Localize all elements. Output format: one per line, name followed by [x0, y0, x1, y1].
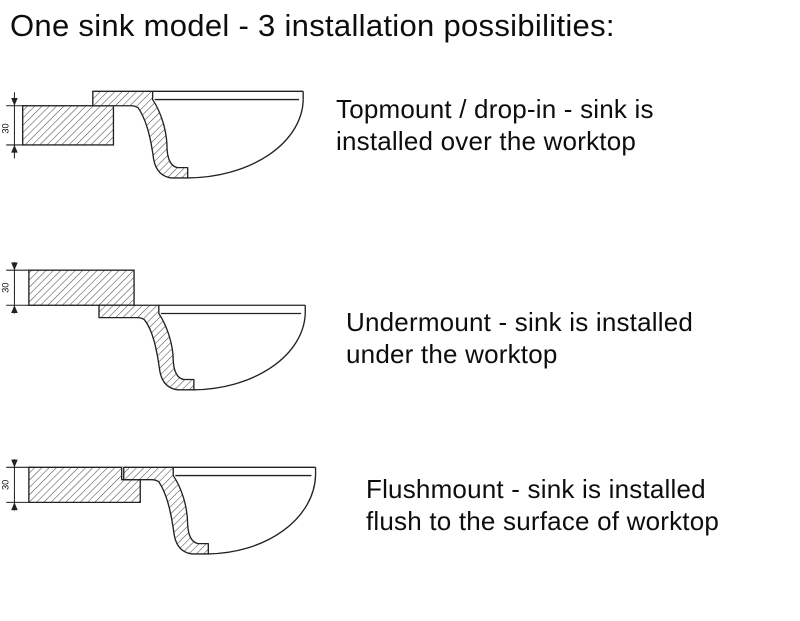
dimension-label: 30 — [0, 480, 10, 490]
worktop-cross-section — [22, 105, 115, 146]
dimension-label: 30 — [0, 283, 10, 293]
page-title: One sink model - 3 installation possibil… — [10, 8, 615, 43]
flushmount-diagram: 30 — [0, 459, 317, 555]
caption-line: under the worktop — [346, 338, 558, 369]
installation-row-undermount: 30 Undermount - sink is installed under … — [0, 255, 800, 425]
dimension-label: 30 — [0, 123, 10, 133]
installation-caption-topmount: Topmount / drop-in - sink is installed o… — [336, 94, 654, 157]
installation-caption-flushmount: Flushmount - sink is installed flush to … — [366, 474, 719, 537]
dimension-30 — [6, 261, 35, 314]
caption-line: flush to the surface of worktop — [366, 505, 720, 536]
installation-row-topmount: 30 Topmount / drop-in - sink is installe… — [0, 72, 800, 242]
undermount-diagram: 30 — [0, 261, 306, 391]
sink-wall-cross-section — [123, 466, 209, 555]
sink-wall-cross-section — [98, 304, 195, 391]
topmount-diagram: 30 — [0, 90, 304, 179]
sink-bowl-outline — [152, 90, 304, 179]
sink-bowl-outline — [158, 304, 306, 391]
caption-line: installed over the worktop — [336, 125, 637, 156]
sink-bowl-outline — [173, 466, 317, 555]
worktop-cross-section — [28, 269, 135, 306]
installation-row-flushmount: 30 Flushmount - sink is installed flush … — [0, 448, 800, 618]
caption-line: Flushmount - sink is installed — [366, 474, 706, 504]
caption-line: Topmount / drop-in - sink is — [336, 94, 654, 124]
caption-line: Undermount - sink is installed — [346, 307, 694, 337]
sink-wall-cross-section — [92, 90, 189, 179]
installation-caption-undermount: Undermount - sink is installed under the… — [346, 307, 693, 370]
